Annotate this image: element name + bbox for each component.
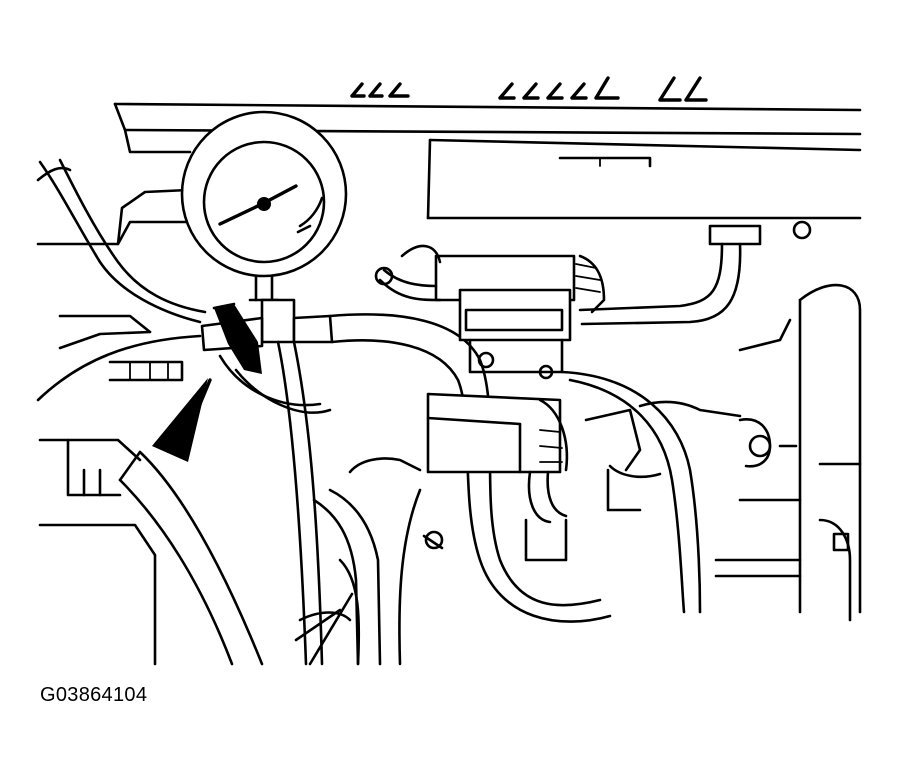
regulator-block <box>434 254 606 380</box>
gauge-face <box>202 140 326 264</box>
upper-right-pipe <box>578 220 812 326</box>
right-engine-block <box>638 283 862 622</box>
large-hose-left <box>36 334 264 666</box>
gauge-outer-ring <box>180 110 348 278</box>
cowl-hatch-marks <box>350 76 708 102</box>
gauge-needle-hub <box>257 197 271 211</box>
cable-top-left <box>36 166 72 182</box>
fuel-rail-connector <box>374 244 442 302</box>
sensor-connector <box>426 392 569 562</box>
pressure-gauge <box>180 110 348 302</box>
cowl-panel <box>113 102 862 220</box>
left-bracket-structure <box>36 158 207 666</box>
gauge-hose-lines <box>218 313 612 666</box>
right-hose-loop <box>560 370 702 614</box>
arrow-indicator <box>152 378 212 462</box>
lower-center-hoses <box>294 457 444 666</box>
valve-handle <box>212 302 262 374</box>
figure-id-label: G03864104 <box>40 684 148 706</box>
